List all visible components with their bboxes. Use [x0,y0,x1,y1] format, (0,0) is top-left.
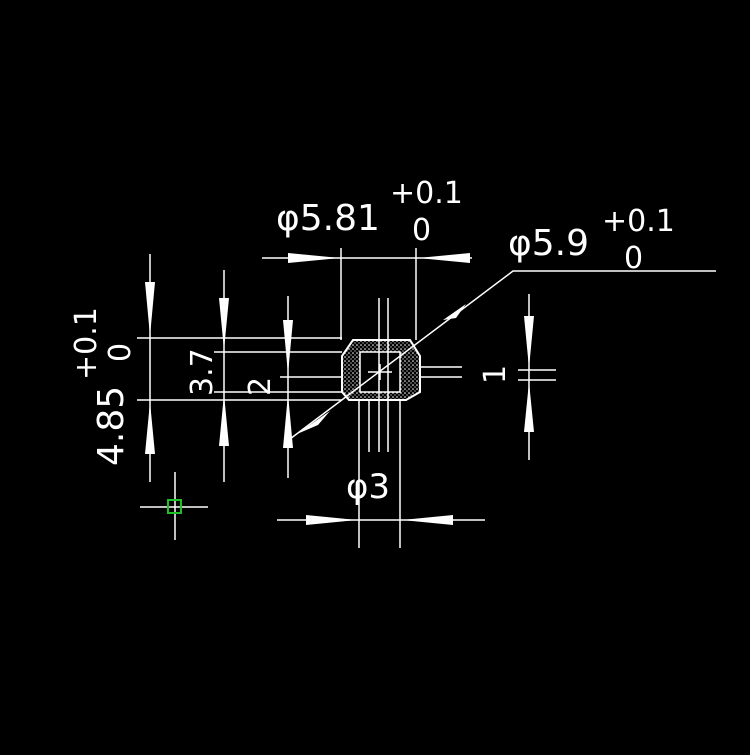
dim-height-mid [219,270,229,482]
label-gap: 1 [478,365,513,384]
dim-outer-diameter [262,253,472,263]
label-height-total-tol-upper: +0.1 [69,307,104,380]
selection-grip-marker[interactable] [167,499,182,514]
label-outer-diameter-tol-upper: +0.1 [390,176,463,211]
label-height-inner: 2 [243,377,278,396]
label-height-total: 4.85 [91,386,132,466]
origin-crosshair [140,472,208,540]
label-outer-diameter: φ5.81 [276,198,380,239]
label-height-mid: 3.7 [185,348,220,396]
dim-leader-diameter [285,270,716,443]
label-height-total-tol-lower: 0 [103,343,138,362]
dim-height-total [145,254,155,482]
label-leader-diameter-tol-lower: 0 [624,241,643,276]
label-leader-diameter-tol-upper: +0.1 [602,204,675,239]
dim-inner-diameter [277,515,485,525]
dim-gap [524,294,534,460]
label-inner-diameter: φ3 [346,467,390,507]
dim-height-inner [283,296,293,478]
extension-lines [137,248,556,548]
label-outer-diameter-tol-lower: 0 [412,213,431,248]
label-leader-diameter: φ5.9 [508,223,589,264]
